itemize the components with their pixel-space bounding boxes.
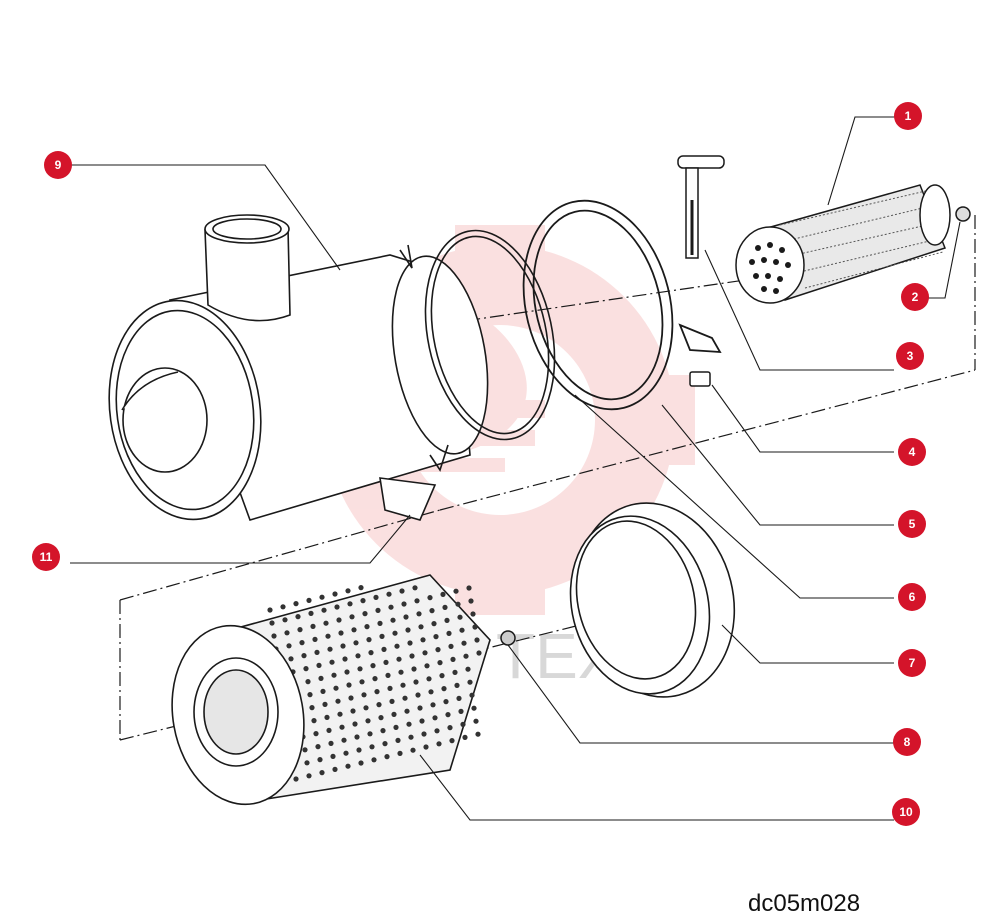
drawing-code: dc05m028 (748, 890, 861, 917)
leader-lines (70, 116, 961, 821)
svg-text:2: 2 (912, 290, 919, 304)
t-bolt-part-3 (677, 155, 725, 259)
callout-2: 2 (901, 283, 929, 311)
callout-11: 11 (32, 543, 60, 571)
callout-9: 9 (44, 151, 72, 179)
callout-10: 10 (892, 798, 920, 826)
filter-housing-part-9 (108, 214, 489, 521)
callout-3: 3 (896, 342, 924, 370)
svg-text:1: 1 (905, 109, 912, 123)
clamp-band-part-5 (522, 199, 722, 411)
wing-nut-part-8 (500, 630, 516, 646)
svg-text:3: 3 (907, 349, 914, 363)
callout-1: 1 (894, 102, 922, 130)
callout-7: 7 (898, 649, 926, 677)
svg-text:5: 5 (909, 517, 916, 531)
callout-8: 8 (893, 728, 921, 756)
callout-4: 4 (898, 438, 926, 466)
svg-text:6: 6 (909, 590, 916, 604)
end-cap-part-7 (569, 502, 736, 698)
svg-text:11: 11 (40, 550, 53, 564)
gasket-ring-part-6 (424, 229, 556, 441)
callout-5: 5 (898, 510, 926, 538)
nut-part-2 (955, 206, 971, 222)
clamp-nut-part-4 (689, 371, 711, 387)
svg-text:10: 10 (899, 805, 913, 819)
callout-6: 6 (898, 583, 926, 611)
svg-text:9: 9 (55, 158, 62, 172)
svg-text:8: 8 (904, 735, 911, 749)
callouts: 1 2 3 4 5 6 7 8 (32, 102, 929, 826)
perforation-pattern (267, 585, 482, 782)
safety-filter-part-1 (735, 184, 951, 304)
main-filter-element-part-10 (171, 574, 491, 806)
svg-text:4: 4 (909, 445, 916, 459)
svg-text:7: 7 (909, 656, 916, 670)
